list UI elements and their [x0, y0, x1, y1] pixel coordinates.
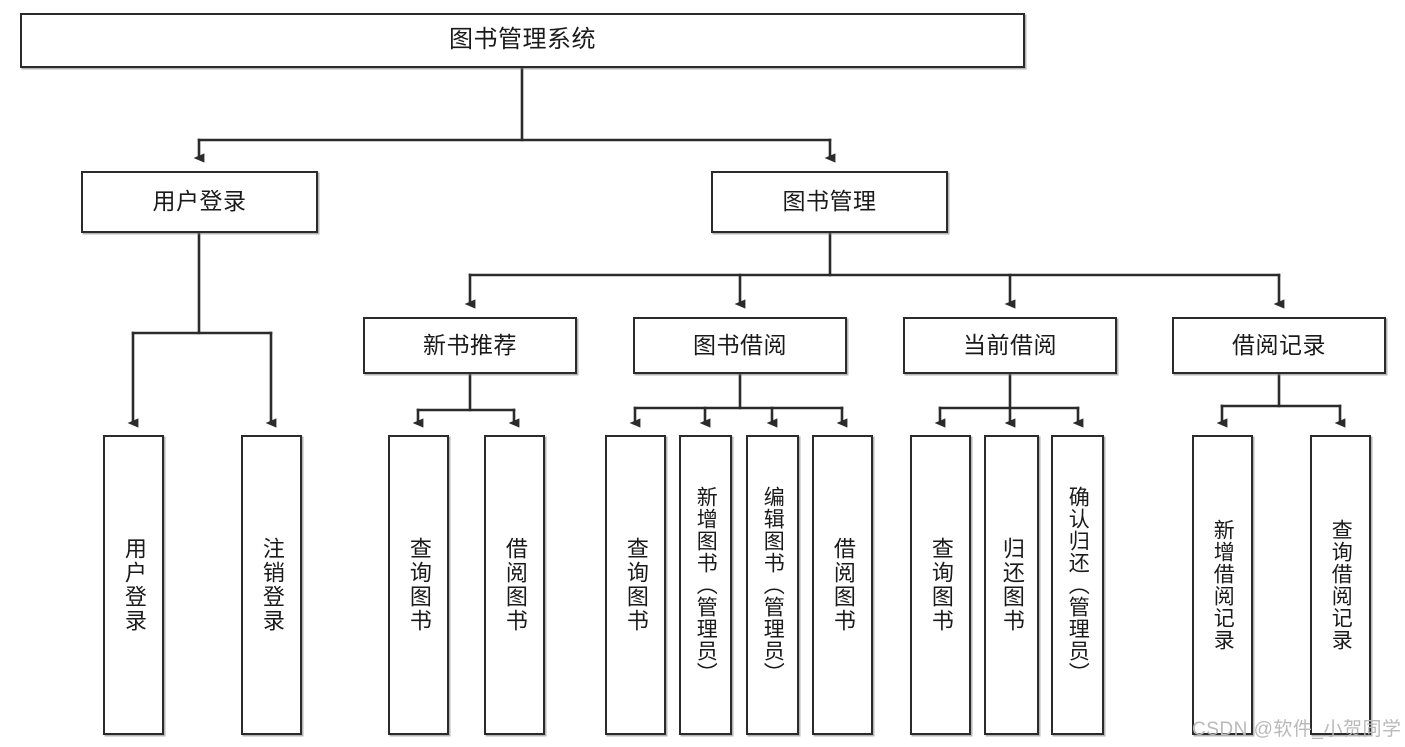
leaf-recommend-borrow-book[interactable]: 借阅图书 [484, 435, 545, 735]
node-current-borrow[interactable]: 当前借阅 [903, 317, 1117, 374]
node-borrow-record[interactable]: 借阅记录 [1172, 317, 1386, 374]
node-label: 查询借阅记录 [1329, 519, 1353, 651]
node-label: 注销登录 [259, 537, 285, 633]
leaf-borrow-borrow-book[interactable]: 借阅图书 [812, 435, 873, 735]
leaf-recommend-query-book[interactable]: 查询图书 [388, 435, 449, 735]
leaf-borrow-edit-book-admin[interactable]: 编辑图书（管理员） [746, 435, 799, 735]
node-label: 图书管理 [782, 188, 877, 215]
leaf-borrow-add-book-admin[interactable]: 新增图书（管理员） [679, 435, 732, 735]
node-label: 用户登录 [152, 188, 247, 215]
node-label: 新增借阅记录 [1211, 519, 1235, 651]
leaf-borrow-query-book[interactable]: 查询图书 [605, 435, 666, 735]
node-label: 归还图书 [999, 537, 1025, 633]
node-label: 图书管理系统 [449, 26, 596, 54]
node-new-book-recommend[interactable]: 新书推荐 [363, 317, 577, 374]
node-label: 查询图书 [623, 537, 649, 633]
node-book-borrow[interactable]: 图书借阅 [633, 317, 847, 374]
node-label: 新书推荐 [423, 331, 517, 358]
node-label: 借阅图书 [830, 537, 856, 633]
leaf-user-login-logout[interactable]: 注销登录 [241, 435, 302, 735]
node-root-book-management-system[interactable]: 图书管理系统 [20, 13, 1025, 68]
node-label: 当前借阅 [963, 331, 1057, 358]
node-label: 借阅记录 [1232, 331, 1326, 358]
node-label: 查询图书 [928, 537, 954, 633]
node-label: 查询图书 [406, 537, 432, 633]
leaf-current-confirm-return-admin[interactable]: 确认归还（管理员） [1051, 435, 1104, 735]
leaf-current-return-book[interactable]: 归还图书 [984, 435, 1039, 735]
csdn-watermark: CSDN @软件_小贺同学 [1192, 719, 1402, 740]
leaf-record-add-borrow-record[interactable]: 新增借阅记录 [1192, 435, 1253, 735]
node-label: 借阅图书 [502, 537, 528, 633]
leaf-current-query-book[interactable]: 查询图书 [910, 435, 971, 735]
node-label: 编辑图书（管理员） [761, 486, 785, 684]
node-label: 图书借阅 [693, 331, 787, 358]
node-book-management[interactable]: 图书管理 [711, 171, 948, 233]
node-label: 确认归还（管理员） [1066, 486, 1090, 684]
leaf-user-login-login[interactable]: 用户登录 [103, 435, 164, 735]
node-label: 用户登录 [121, 537, 147, 633]
node-label: 新增图书（管理员） [694, 486, 718, 684]
leaf-record-query-borrow-record[interactable]: 查询借阅记录 [1310, 435, 1371, 735]
node-user-login[interactable]: 用户登录 [81, 171, 318, 233]
